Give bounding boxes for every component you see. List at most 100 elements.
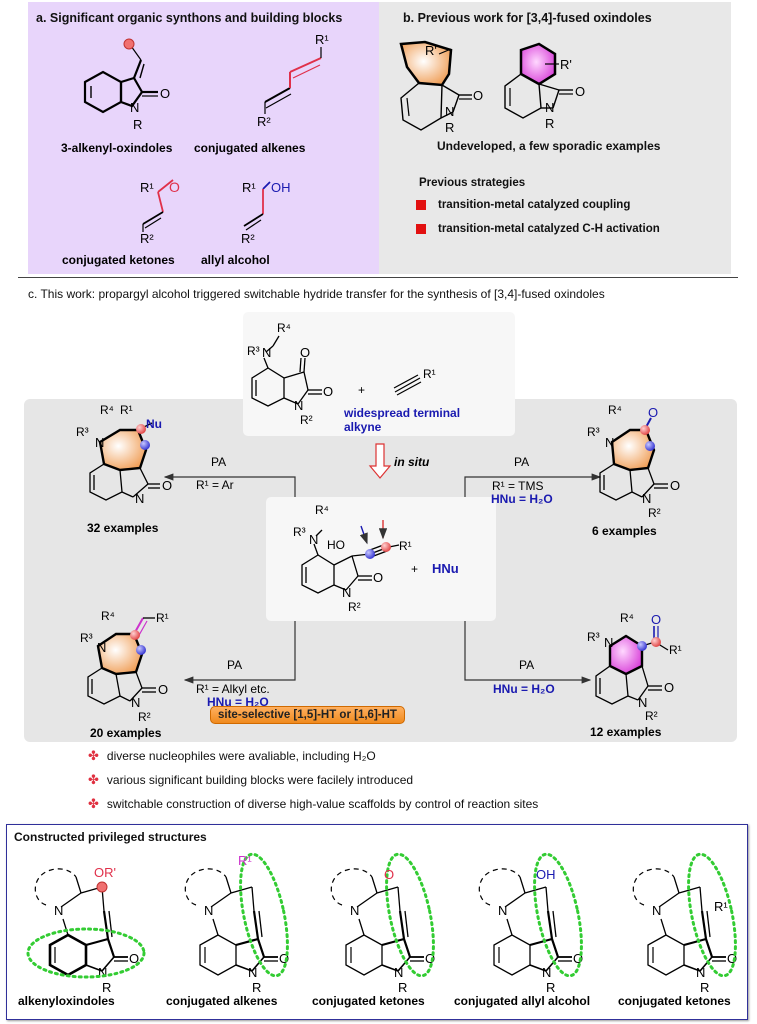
highlight-ellipse [385, 852, 435, 978]
red-reactive-site-marker [381, 542, 391, 552]
highlight-ellipse [239, 852, 289, 978]
highlight-item: ✤various significant building blocks wer… [88, 772, 414, 787]
atom-o: O [575, 84, 585, 99]
atom-o: O [158, 682, 168, 697]
label-conjugated-allyl-alcohol: conjugated allyl alcohol [454, 994, 590, 1008]
atom-n: N [248, 965, 257, 980]
atom-r4: R⁴ [608, 403, 622, 417]
atom-n: N [135, 491, 144, 506]
atom-r3: R³ [80, 631, 93, 645]
highlight-item: ✤diverse nucleophiles were avaliable, in… [88, 748, 376, 763]
atom-n: N [294, 398, 303, 413]
atom-n: N [97, 640, 106, 655]
highlight-ellipse [533, 852, 583, 978]
conjugated-ketone-structure [142, 179, 174, 232]
alkyne-structure [393, 374, 422, 396]
atom-r-prime: R' [560, 57, 572, 72]
atom-r1: R¹ [156, 611, 169, 625]
reactive-site-marker [123, 38, 135, 50]
examples-count: 32 examples [87, 521, 159, 535]
strategies-title: Previous strategies [419, 177, 526, 189]
atom-r: R [700, 980, 709, 995]
atom-n: N [130, 100, 139, 115]
plus-sign: + [358, 383, 365, 397]
atom-r3: R³ [76, 425, 89, 439]
atom-r: R [546, 980, 555, 995]
atom-n: N [309, 532, 318, 547]
flower-bullet-icon: ✤ [88, 796, 99, 811]
plus-sign: + [411, 562, 418, 576]
atom-r2: R² [140, 231, 154, 246]
atom-r1: R¹ [120, 403, 133, 417]
alkyne-label: alkyne [344, 420, 382, 434]
product-20-examples [87, 617, 156, 705]
atom-r4: R⁴ [620, 611, 634, 625]
atom-r3: R³ [293, 525, 306, 539]
atom-r1: R¹ [140, 180, 154, 195]
atom-r4: R⁴ [277, 321, 291, 335]
reactive-site-marker [96, 881, 108, 893]
examples-count: 20 examples [90, 726, 162, 740]
atom-n: N [131, 695, 140, 710]
atom-o: O [727, 951, 737, 966]
constructed-structures-box [6, 824, 748, 1020]
atom-r1: R¹ [399, 539, 412, 553]
reagent-pa: PA [227, 658, 242, 672]
atom-n: N [652, 903, 661, 918]
atom-nu: Nu [146, 417, 162, 431]
atom-r1: R¹ [669, 643, 682, 657]
atom-o: O [160, 86, 170, 101]
blue-reactive-site-marker [645, 441, 655, 451]
atom-o: O [670, 478, 680, 493]
atom-r1: R¹ [714, 899, 728, 914]
atom-o: O [664, 680, 674, 695]
atom-o: O [129, 951, 139, 966]
panel-a-title: a. Significant organic synthons and buil… [36, 11, 343, 25]
atom-n: N [342, 585, 351, 600]
hnu-label: HNu [432, 561, 459, 576]
atom-or-prime: OR' [94, 865, 116, 880]
atom-n: N [638, 695, 647, 710]
blue-reactive-site-marker [365, 549, 375, 559]
alkyne-label: widespread terminal [343, 406, 460, 420]
atom-o: O [373, 570, 383, 585]
in-situ-arrow-icon [368, 443, 392, 479]
condition-hnu: HNu = H₂O [207, 695, 269, 709]
red-reactive-site-marker [651, 637, 661, 647]
red-reactive-site-marker [130, 630, 140, 640]
label-alkenyl-oxindoles: 3-alkenyl-oxindoles [61, 141, 173, 155]
label-conjugated-ketones: conjugated ketones [62, 253, 175, 267]
atom-o: O [169, 179, 180, 195]
atom-o: O [384, 867, 394, 882]
atom-n: N [350, 903, 359, 918]
atom-n: N [642, 491, 651, 506]
atom-r2: R² [648, 506, 661, 520]
reagent-pa: PA [514, 455, 529, 469]
examples-count: 6 examples [592, 524, 657, 538]
red-reactive-site-marker [640, 425, 650, 435]
route-connectors [163, 473, 602, 684]
label-alkenyloxindoles: alkenyloxindoles [18, 994, 115, 1008]
section-divider [18, 277, 738, 278]
selectivity-badge: site-selective [1,5]-HT or [1,6]-HT [210, 706, 405, 724]
atom-n: N [542, 965, 551, 980]
red-square-bullet-icon [416, 223, 426, 234]
atom-r2: R² [138, 710, 151, 724]
atom-o: O [162, 478, 172, 493]
intermediate-box [266, 497, 496, 621]
atom-n: N [604, 635, 613, 650]
atom-r: R [133, 117, 142, 132]
reagent-pa: PA [519, 658, 534, 672]
highlight-ellipse [687, 852, 737, 978]
atom-ho: HO [327, 538, 345, 552]
red-square-bullet-icon [416, 199, 426, 210]
atom-r: R [445, 120, 454, 135]
atom-o: O [651, 612, 661, 627]
atom-r2: R² [300, 413, 313, 427]
atom-o: O [279, 951, 289, 966]
in-situ-label: in situ [394, 455, 430, 469]
atom-o: O [323, 384, 333, 399]
